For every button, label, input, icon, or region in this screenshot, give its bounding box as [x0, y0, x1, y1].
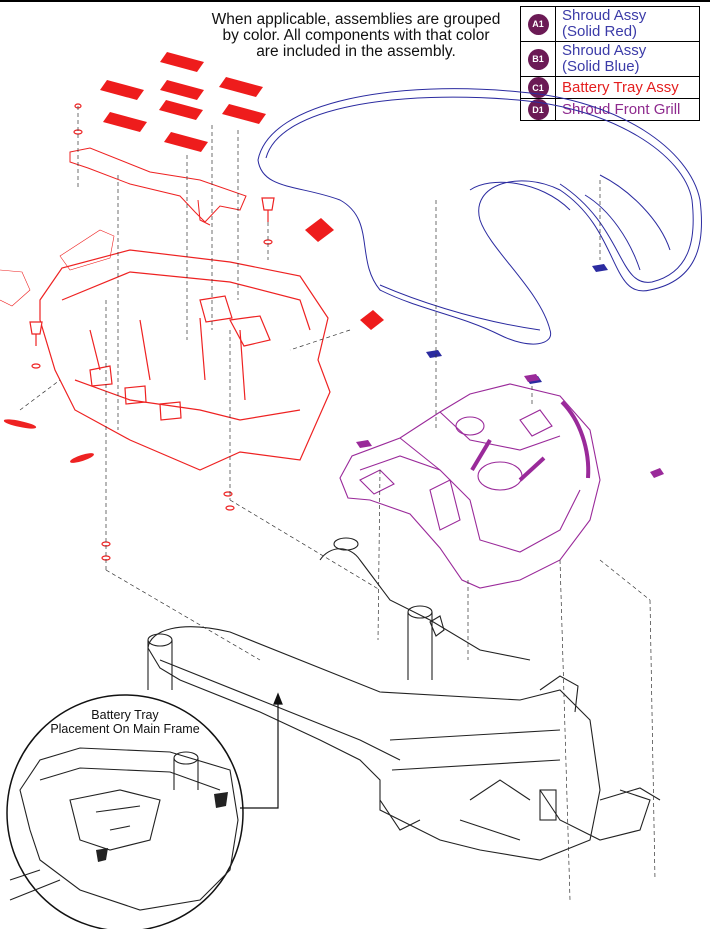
- battery-tray[interactable]: [0, 229, 331, 471]
- inset-leader-arrow: [240, 692, 283, 809]
- legend-label-a1-line2: (Solid Red): [562, 23, 638, 40]
- note-line-2: by color. All components with that color: [222, 27, 490, 44]
- red-label-pads[interactable]: [100, 52, 384, 330]
- front-grill[interactable]: [339, 383, 601, 589]
- legend-row-d1[interactable]: D1 Shroud Front Grill: [521, 99, 699, 120]
- top-border: [0, 0, 710, 2]
- legend-label-b1-line2: (Solid Blue): [562, 58, 640, 75]
- battery-tray-detail-inset: [6, 694, 244, 929]
- legend-desc-a1: Shroud Assy (Solid Red): [556, 7, 652, 41]
- inset-title: Battery Tray Placement On Main Frame: [40, 708, 210, 736]
- legend-row-a1[interactable]: A1 Shroud Assy (Solid Red): [521, 7, 699, 42]
- legend-desc-c1: Battery Tray Assy: [556, 79, 685, 97]
- battery-strap-bracket[interactable]: [69, 147, 247, 226]
- grill-accents[interactable]: [470, 400, 591, 482]
- color-grouping-note: When applicable, assemblies are grouped …: [200, 12, 512, 60]
- legend-code-cell: A1: [521, 7, 556, 41]
- grill-clips[interactable]: [356, 374, 664, 478]
- legend-label-d1: Shroud Front Grill: [562, 100, 681, 118]
- legend-code-cell: D1: [521, 99, 556, 120]
- assembly-legend: A1 Shroud Assy (Solid Red) B1 Shroud Ass…: [520, 6, 700, 121]
- inset-title-line-2: Placement On Main Frame: [50, 722, 200, 736]
- legend-badge-a1: A1: [527, 13, 549, 35]
- tray-pads[interactable]: [3, 418, 94, 464]
- legend-row-b1[interactable]: B1 Shroud Assy (Solid Blue): [521, 42, 699, 77]
- legend-label-a1-line1: Shroud Assy: [562, 7, 647, 24]
- legend-code-cell: B1: [521, 42, 556, 76]
- main-frame[interactable]: [147, 537, 661, 861]
- inset-title-line-1: Battery Tray: [91, 708, 159, 722]
- legend-badge-d1: D1: [527, 99, 549, 120]
- legend-label-c1: Battery Tray Assy: [562, 78, 679, 96]
- note-line-3: are included in the assembly.: [256, 43, 456, 60]
- alignment-lines: [19, 106, 656, 901]
- shroud-clips[interactable]: [426, 264, 608, 384]
- tray-knobs[interactable]: [29, 103, 275, 561]
- legend-row-c1[interactable]: C1 Battery Tray Assy: [521, 77, 699, 99]
- legend-desc-d1: Shroud Front Grill: [556, 101, 686, 119]
- legend-desc-b1: Shroud Assy (Solid Blue): [556, 42, 652, 76]
- legend-label-b1-line1: Shroud Assy: [562, 42, 647, 59]
- note-line-1: When applicable, assemblies are grouped: [211, 11, 501, 28]
- seat-shroud[interactable]: [257, 88, 703, 345]
- legend-badge-b1: B1: [527, 48, 549, 70]
